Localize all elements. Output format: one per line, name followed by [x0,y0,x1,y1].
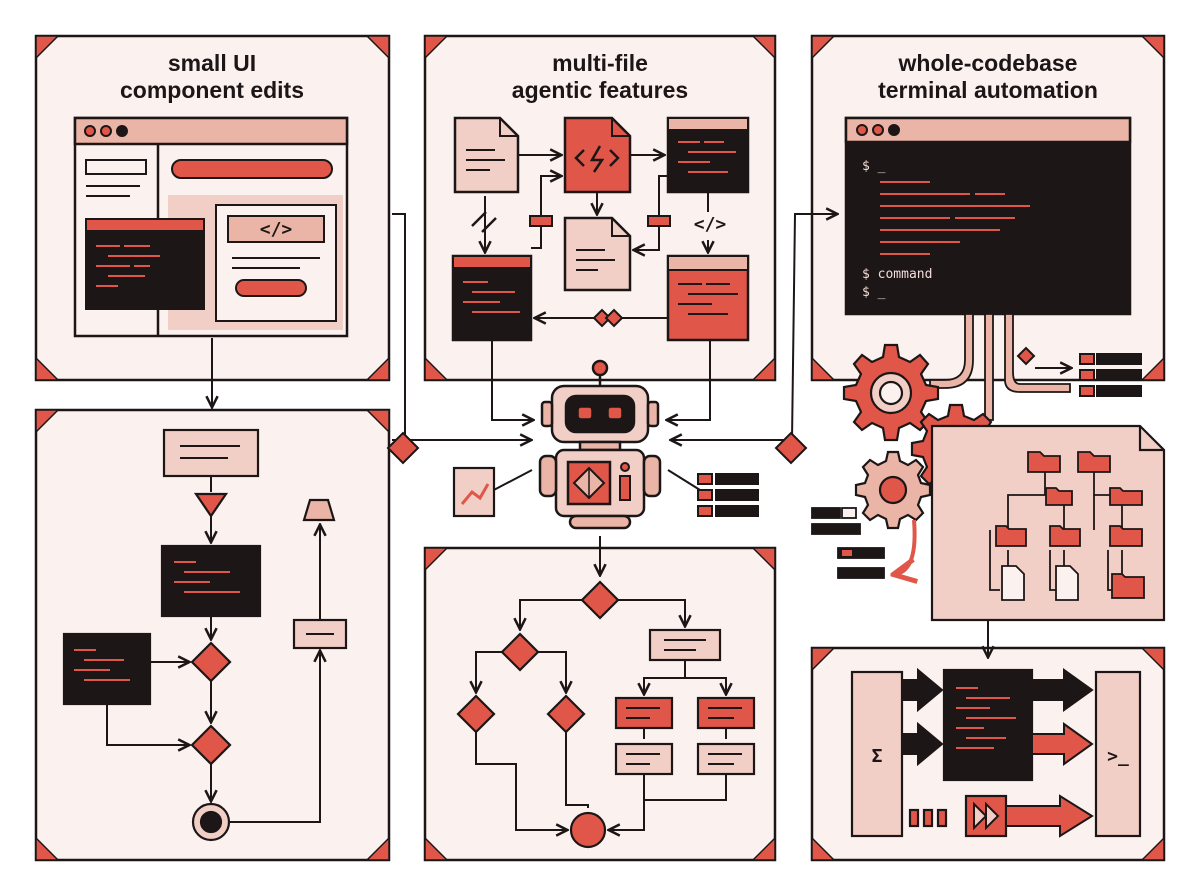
agentic-panel-title-line1: multi-file [552,50,648,76]
ui-panel-title-line1: small UI [168,50,256,76]
double-diamond-icon [592,308,624,328]
code-glyph-ui: </> [260,219,293,240]
terminal-window [844,116,1132,316]
status-bars-icon [811,507,885,579]
terminal-panel-title-line1: whole-codebase [898,50,1078,76]
robot-agent [538,359,662,530]
agentic-doc-lines [466,149,615,271]
terminal-output-lines [880,181,1030,255]
terminal-prompt-1: $ _ [862,159,886,174]
ui-browser-window [73,116,349,338]
gear-icon-large [842,343,940,442]
agentic-red-doc-lines [678,283,738,315]
pipeline-arrows [901,667,1094,838]
gear-icon-small [854,450,932,530]
folder-icons [995,451,1145,599]
agentic-panel-title-line2: agentic features [512,77,688,103]
ui-code-lines [96,245,160,287]
trend-chart-icon [452,466,496,518]
terminal-diamond-icon [1016,346,1036,366]
terminal-wires [929,313,1071,421]
shell-glyph: >_ [1107,746,1129,767]
slash-break-icon [471,211,497,233]
ui-panel-title-line2: component edits [120,77,304,103]
list-icon [697,473,759,517]
code-bolt-icon [574,145,620,173]
terminal-prompt-2: $ command [862,267,932,282]
agentic-flowchart-lines [476,599,742,830]
terminal-panel-title-line2: terminal automation [878,77,1098,103]
terminal-prompt-3: $ _ [862,285,886,300]
ui-flowchart-lines [106,445,334,823]
pipeline [850,668,1142,838]
pipeline-code-lines [956,687,1016,749]
agentic-code-lines [463,141,736,313]
corner-triangles [35,35,1165,861]
file-icons [1001,565,1079,601]
terminal-list-icon [1079,353,1142,397]
curved-return-arrow [896,519,915,574]
connector-diamonds [386,431,808,465]
fast-forward-icon [973,801,1000,831]
sigma-glyph: Σ [872,746,883,767]
code-glyph-agentic: </> [694,214,727,235]
ui-flowchart-code [74,561,240,681]
file-tree-edges [989,470,1123,591]
